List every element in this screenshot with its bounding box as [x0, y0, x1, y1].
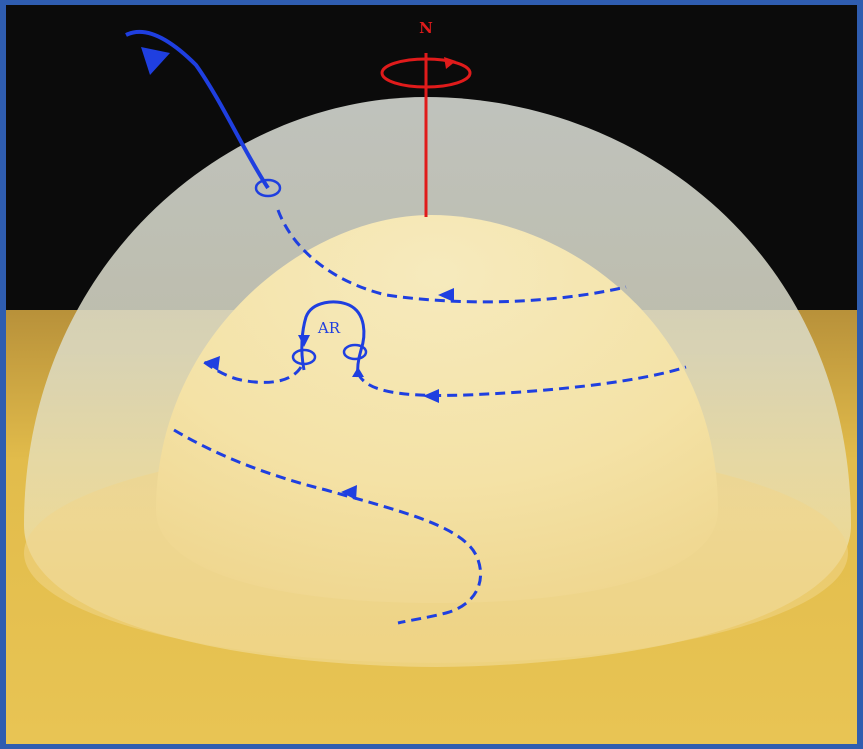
solar-dynamo-diagram: N AR [6, 5, 857, 744]
active-region-label: AR [317, 319, 341, 337]
north-pole-label: N [419, 19, 433, 37]
